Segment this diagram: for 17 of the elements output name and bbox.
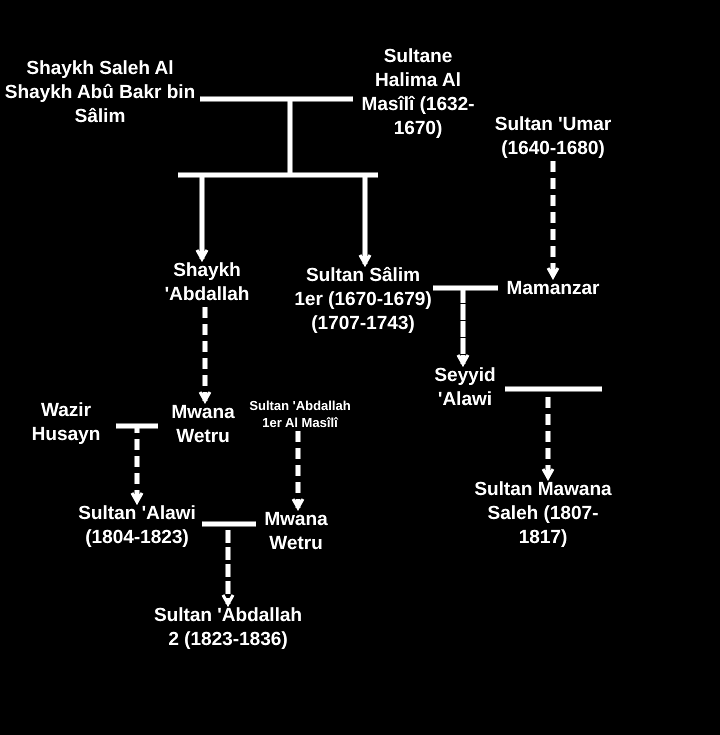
person-name: Sultane Halima Al Masîlî (1632-1670) (353, 45, 483, 141)
person-name: Sultan 'Abdallah 2 (1823-1836) (153, 604, 303, 652)
person-name: Mwana Wetru (158, 401, 248, 449)
descent-arrow (198, 307, 212, 402)
descent-arrow (292, 431, 304, 510)
person-name: Sultan 'Alawi (1804-1823) (72, 502, 202, 550)
person-name: Wazir Husayn (16, 399, 116, 447)
person-name: Sultan Mawana Saleh (1807-1817) (473, 478, 613, 550)
person-name: Shaykh 'Abdallah (152, 259, 262, 307)
descent-arrow (546, 161, 560, 278)
person-name: Sultan Sâlim 1er (1670-1679) (1707-1743) (293, 264, 433, 336)
person-name: Sultan 'Umar (1640-1680) (483, 113, 623, 161)
person-name: Shaykh Saleh Al Shaykh Abû Bakr bin Sâlim (0, 57, 200, 129)
person-name: Seyyid 'Alawi (425, 364, 505, 412)
person-name: Sultan 'Abdallah 1er Al Masîlî (245, 397, 355, 431)
person-name: Mwana Wetru (256, 508, 336, 556)
person-name: Mamanzar (498, 277, 608, 301)
